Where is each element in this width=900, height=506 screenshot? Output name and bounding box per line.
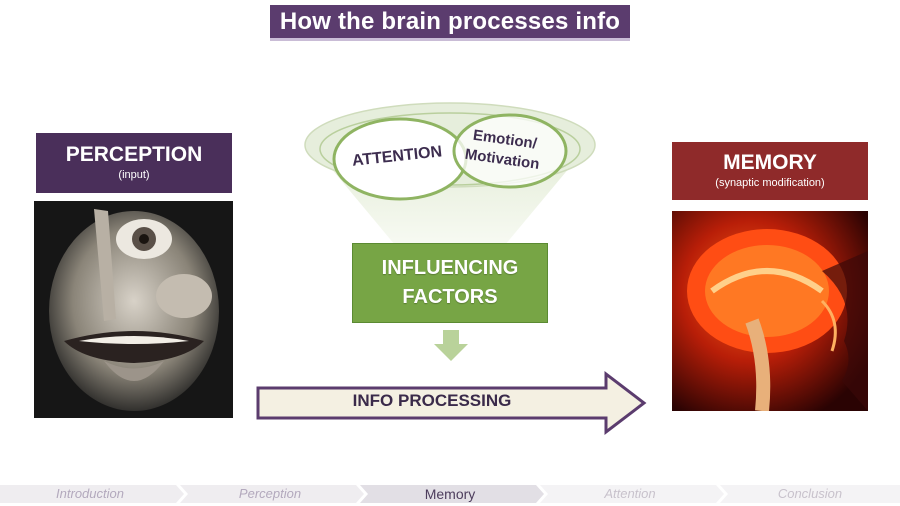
- factors-line1: INFLUENCING: [381, 257, 519, 279]
- nav-perception[interactable]: Perception: [238, 486, 302, 501]
- nav-conclusion[interactable]: Conclusion: [777, 486, 843, 501]
- progress-nav-bar: [0, 485, 900, 503]
- page-title: How the brain processes info: [270, 5, 630, 41]
- perception-label-box: PERCEPTION (input): [36, 133, 232, 193]
- down-arrow-icon: [434, 330, 468, 361]
- info-processing-arrow: [256, 370, 647, 436]
- perception-sublabel: (input): [118, 169, 150, 181]
- factors-line2: FACTORS: [402, 286, 498, 308]
- memory-brain-image: [672, 211, 868, 411]
- nav-memory[interactable]: Memory: [424, 486, 476, 502]
- memory-sublabel: (synaptic modification): [715, 177, 825, 189]
- factors-funnel-graphic: [304, 102, 596, 245]
- nav-attention[interactable]: Attention: [604, 486, 656, 501]
- influencing-factors-box: INFLUENCING FACTORS: [352, 243, 548, 323]
- perception-image: [34, 201, 233, 418]
- info-processing-label: INFO PROCESSING: [352, 391, 512, 410]
- memory-label-box: MEMORY (synaptic modification): [672, 142, 868, 200]
- memory-label: MEMORY: [723, 151, 817, 174]
- perception-label: PERCEPTION: [65, 143, 203, 166]
- nav-introduction[interactable]: Introduction: [56, 486, 124, 501]
